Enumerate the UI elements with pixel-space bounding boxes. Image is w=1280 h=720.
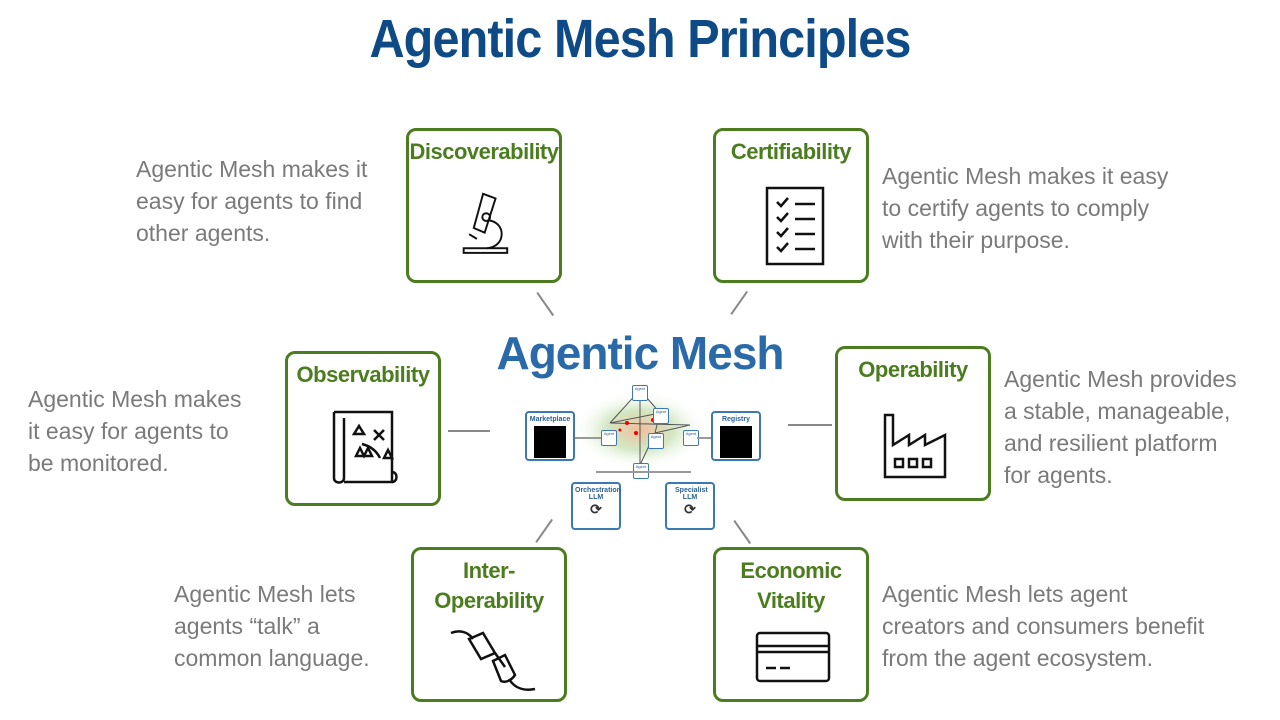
economic-vitality-card: Economic Vitality (713, 547, 869, 702)
connector (733, 520, 752, 544)
observability-card: Observability (285, 351, 441, 506)
agent-node: Agent (653, 408, 669, 424)
interoperability-description: Agentic Mesh lets agents “talk” a common… (174, 581, 370, 671)
connector (536, 292, 555, 316)
card-label: Discoverability (409, 139, 559, 164)
economic-vitality-description: Agentic Mesh lets agent creators and con… (882, 581, 1205, 671)
card-label: Economic Vitality (740, 558, 842, 613)
certifiability-description: Agentic Mesh makes it easy to certify ag… (882, 163, 1169, 253)
specialist-llm-box: Specialist LLM⟳ (665, 482, 715, 530)
credit-card-icon (755, 631, 831, 683)
agent-node: Agent (601, 430, 617, 446)
page-title: Agentic Mesh Principles (369, 9, 911, 69)
registry-box: Registry (711, 411, 761, 461)
certifiability-card: Certifiability (713, 128, 869, 283)
orchestration-llm-box: Orchestration LLM⟳ (571, 482, 621, 530)
microscope-icon (462, 192, 509, 254)
checklist-icon (765, 186, 825, 266)
center-title: Agentic Mesh (496, 327, 784, 379)
brain-cycle-icon: ⟳ (684, 501, 696, 517)
agent-node: Agent (632, 385, 648, 401)
card-label: Certifiability (730, 139, 852, 164)
marketplace-label: Marketplace (529, 416, 571, 423)
connector (535, 519, 553, 543)
card-label: Operability (858, 357, 968, 382)
plug-icon (450, 630, 536, 691)
interoperability-card: Inter- Operability (411, 547, 567, 702)
discoverability-card: Discoverability (406, 128, 562, 283)
operability-description: Agentic Mesh provides a stable, manageab… (1004, 366, 1237, 488)
brain-cycle-icon: ⟳ (590, 501, 602, 517)
card-label: Inter- Operability (434, 558, 544, 613)
card-label: Observability (296, 362, 430, 387)
connector (788, 424, 832, 426)
connector (697, 437, 711, 439)
agent-node: Agent (648, 433, 664, 449)
marketplace-image (534, 426, 566, 458)
registry-image (720, 426, 752, 458)
registry-label: Registry (721, 416, 750, 423)
connector (575, 437, 601, 439)
connector (730, 291, 748, 315)
discoverability-description: Agentic Mesh makes it easy for agents to… (136, 156, 368, 246)
connector (596, 471, 691, 473)
map-icon (332, 410, 398, 484)
operability-card: Operability (835, 346, 991, 501)
connector (448, 430, 490, 432)
factory-icon (883, 413, 947, 479)
specialist-label: Specialist LLM (675, 487, 708, 501)
observability-description: Agentic Mesh makes it easy for agents to… (28, 386, 242, 476)
orchestration-label: Orchestration LLM (575, 487, 621, 501)
marketplace-box: Marketplace (525, 411, 575, 461)
